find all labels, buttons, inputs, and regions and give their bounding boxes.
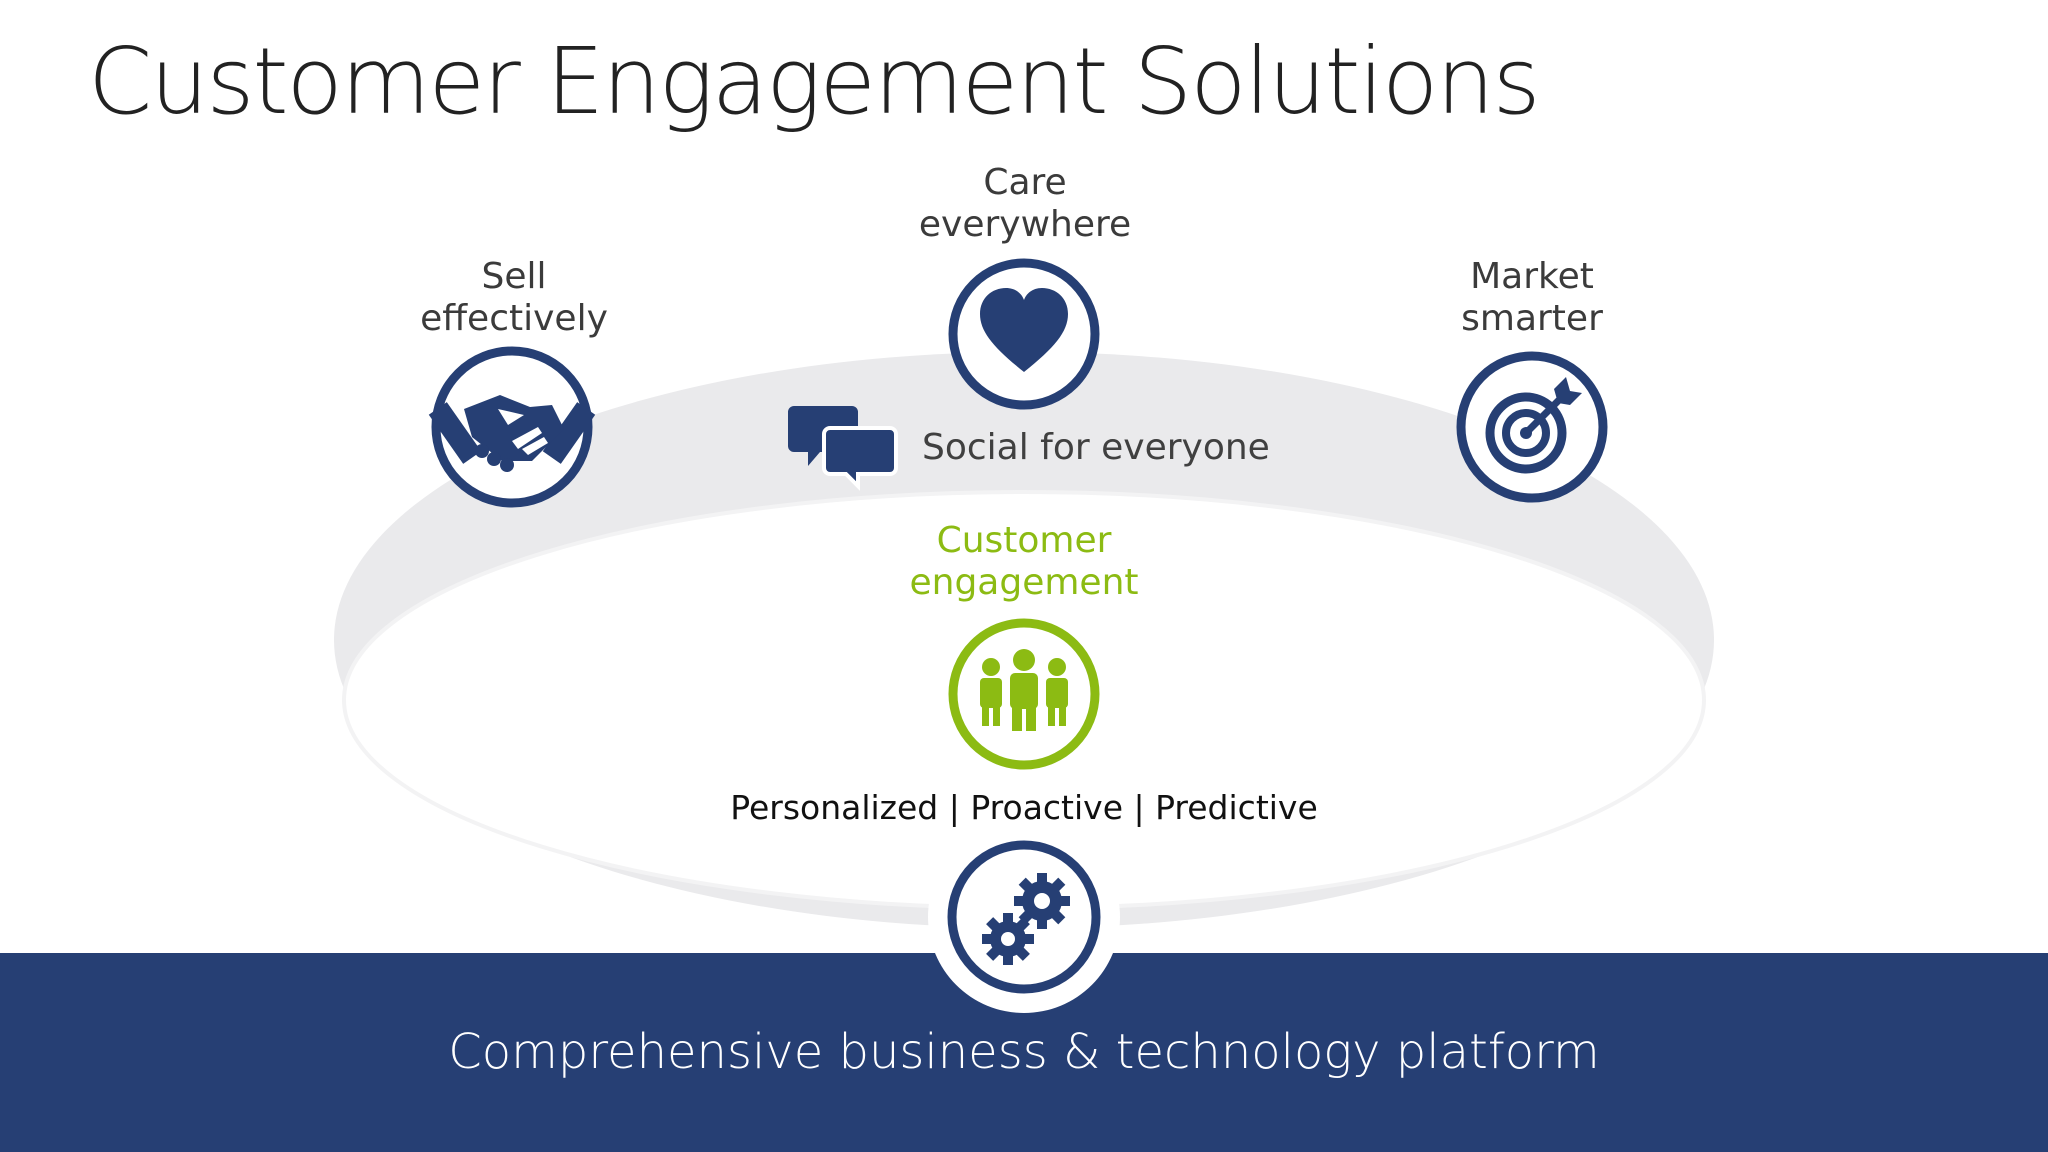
people-icon	[948, 618, 1100, 770]
care-line-2: everywhere	[918, 204, 1132, 245]
heart-icon	[948, 258, 1100, 410]
engage-line-2: engagement	[909, 562, 1139, 603]
social-label: Social for everyone	[922, 427, 1270, 468]
gears-icon	[928, 821, 1120, 1013]
engage-line-1: Customer	[936, 520, 1112, 561]
market-line-1: Market	[1470, 256, 1594, 297]
slide-title: Customer Engagement Solutions	[88, 28, 1541, 135]
chat-bubbles-icon	[788, 406, 898, 491]
platform-label: Comprehensive business & technology plat…	[448, 1024, 1600, 1080]
tagline: Personalized | Proactive | Predictive	[730, 788, 1318, 827]
sell-line-1: Sell	[481, 256, 547, 297]
market-line-2: smarter	[1461, 298, 1603, 339]
care-line-1: Care	[983, 162, 1067, 203]
care-everywhere-label: Care everywhere	[905, 162, 1145, 246]
sell-effectively-label: Sell effectively	[394, 256, 634, 340]
market-smarter-label: Market smarter	[1412, 256, 1652, 340]
sell-line-2: effectively	[420, 298, 608, 339]
handshake-icon	[428, 346, 596, 508]
customer-engagement-label: Customer engagement	[904, 520, 1144, 604]
target-icon	[1456, 351, 1608, 503]
